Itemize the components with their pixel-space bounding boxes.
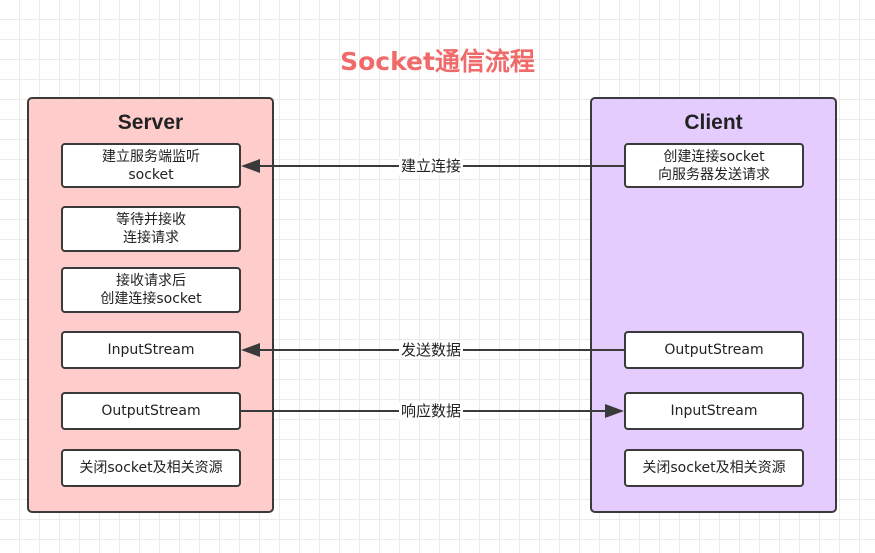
- client-output-stream-label: OutputStream: [664, 342, 764, 358]
- server-step-accept: 等待并接收连接请求: [61, 206, 241, 252]
- send-arrowhead: [241, 343, 260, 357]
- client-close-socket: 关闭socket及相关资源: [624, 449, 804, 487]
- client-step-create-line2: 向服务器发送请求: [658, 166, 770, 183]
- client-output-stream: OutputStream: [624, 331, 804, 369]
- server-input-stream-label: InputStream: [107, 342, 195, 358]
- connect-arrowhead: [241, 159, 260, 173]
- send-data-label: 发送数据: [399, 341, 464, 359]
- server-step-accept-line1: 等待并接收: [116, 212, 186, 228]
- server-title: Server: [117, 111, 184, 134]
- client-title: Client: [684, 111, 743, 134]
- server-close-socket-label: 关闭socket及相关资源: [79, 460, 223, 476]
- server-input-stream: InputStream: [61, 331, 241, 369]
- respond-data-label: 响应数据: [399, 402, 464, 420]
- server-step-listen-line2: socket: [128, 166, 174, 183]
- server-output-stream-label: OutputStream: [101, 403, 201, 419]
- server-step-create-socket: 接收请求后创建连接socket: [61, 267, 241, 313]
- client-step-create-line1: 创建连接socket: [663, 148, 765, 165]
- server-output-stream: OutputStream: [61, 392, 241, 430]
- client-input-stream-label: InputStream: [670, 403, 758, 419]
- respond-arrowhead: [605, 404, 624, 418]
- server-step-accept-line2: 连接请求: [123, 230, 179, 246]
- server-step-create-line2: 创建连接socket: [100, 291, 202, 307]
- diagram-title: Socket通信流程: [340, 47, 535, 76]
- client-close-socket-label: 关闭socket及相关资源: [642, 460, 786, 476]
- server-step-listen-line1: 建立服务端监听: [102, 148, 200, 165]
- server-step-create-line1: 接收请求后: [116, 273, 186, 289]
- client-input-stream: InputStream: [624, 392, 804, 430]
- connect-label: 建立连接: [399, 157, 464, 175]
- server-close-socket: 关闭socket及相关资源: [61, 449, 241, 487]
